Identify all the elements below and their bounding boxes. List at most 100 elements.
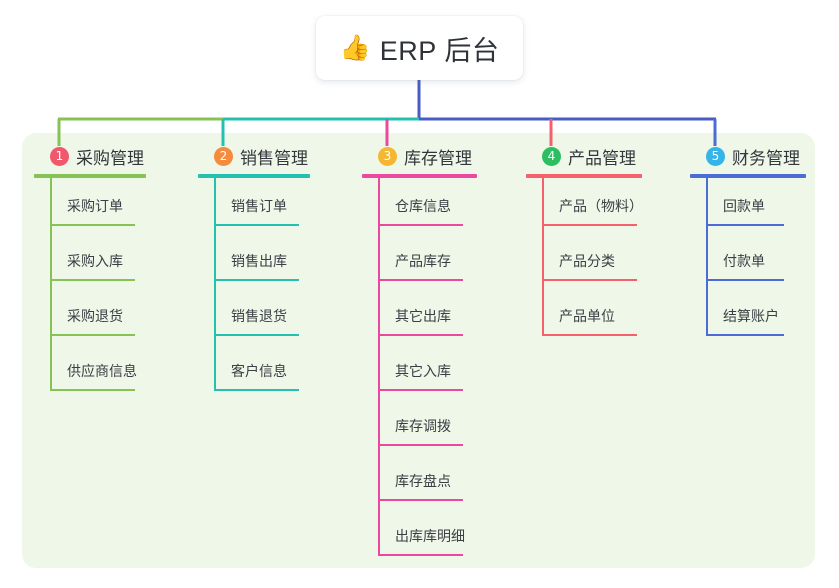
leaf-node-label: 出库库明细 (395, 528, 465, 544)
branch-spine (706, 178, 708, 335)
leaf-node[interactable]: 结算账户 (690, 288, 806, 343)
branch-number-badge: 2 (214, 146, 233, 166)
branch-header-1[interactable]: 1 采购管理 (34, 144, 146, 168)
branch-items: 采购订单采购入库采购退货供应商信息 (34, 178, 146, 398)
leaf-node[interactable]: 客户信息 (198, 343, 310, 398)
leaf-node[interactable]: 回款单 (690, 178, 806, 233)
leaf-node[interactable]: 产品单位 (526, 288, 642, 343)
leaf-node[interactable]: 库存调拨 (362, 398, 477, 453)
leaf-node-underline (214, 279, 299, 281)
leaf-node[interactable]: 库存盘点 (362, 453, 477, 508)
leaf-node[interactable]: 付款单 (690, 233, 806, 288)
leaf-node-underline (378, 334, 463, 336)
branch-underline (526, 174, 642, 178)
leaf-node-label: 销售退货 (231, 308, 287, 324)
leaf-node-label: 仓库信息 (395, 198, 451, 214)
leaf-node-underline (706, 279, 784, 281)
branch-items: 仓库信息产品库存其它出库其它入库库存调拨库存盘点出库库明细 (362, 178, 477, 563)
leaf-node-underline (542, 279, 637, 281)
branch-column-2: 2 销售管理销售订单销售出库销售退货客户信息 (198, 144, 310, 398)
leaf-node-underline (214, 334, 299, 336)
branch-number-badge: 4 (542, 146, 561, 166)
leaf-node-label: 其它出库 (395, 308, 451, 324)
leaf-node-underline (378, 279, 463, 281)
leaf-node[interactable]: 其它入库 (362, 343, 477, 398)
leaf-node-label: 产品（物料） (559, 198, 643, 214)
leaf-node-underline (50, 389, 135, 391)
leaf-node-label: 产品单位 (559, 308, 615, 324)
branch-number-badge: 1 (50, 146, 69, 166)
leaf-node-label: 采购退货 (67, 308, 123, 324)
leaf-node-label: 其它入库 (395, 363, 451, 379)
leaf-node[interactable]: 采购退货 (34, 288, 146, 343)
branch-items: 产品（物料） 产品分类产品单位 (526, 178, 643, 343)
leaf-node-label: 销售订单 (231, 198, 287, 214)
root-node-title: ERP 后台 (379, 35, 500, 66)
leaf-node-label: 产品分类 (559, 253, 615, 269)
diagram-background-panel (22, 133, 815, 568)
leaf-node-underline (50, 334, 135, 336)
leaf-node[interactable]: 供应商信息 (34, 343, 146, 398)
branch-header-4[interactable]: 4 产品管理 (526, 144, 642, 168)
leaf-node-label: 库存盘点 (395, 473, 451, 489)
leaf-node-label: 库存调拨 (395, 418, 451, 434)
branch-spine (378, 178, 380, 555)
branch-items: 回款单付款单结算账户 (690, 178, 806, 343)
leaf-node-label: 结算账户 (723, 308, 779, 324)
branch-column-1: 1 采购管理采购订单采购入库采购退货供应商信息 (34, 144, 146, 398)
branch-underline (690, 174, 806, 178)
leaf-node[interactable]: 出库库明细 (362, 508, 477, 563)
branch-header-2[interactable]: 2 销售管理 (198, 144, 310, 168)
leaf-node-underline (378, 499, 463, 501)
branch-underline (362, 174, 477, 178)
leaf-node-label: 采购入库 (67, 253, 123, 269)
branch-number-badge: 5 (706, 146, 725, 166)
leaf-node[interactable]: 其它出库 (362, 288, 477, 343)
branch-title: 采购管理 (76, 148, 144, 168)
leaf-node-underline (378, 389, 463, 391)
leaf-node[interactable]: 销售出库 (198, 233, 310, 288)
branch-column-4: 4 产品管理产品（物料） 产品分类产品单位 (526, 144, 643, 343)
branch-underline (198, 174, 310, 178)
leaf-node-label: 回款单 (723, 198, 765, 214)
leaf-node-underline (378, 224, 463, 226)
branch-title: 产品管理 (568, 148, 636, 168)
leaf-node-underline (214, 224, 299, 226)
branch-spine (50, 178, 52, 390)
leaf-node-underline (378, 554, 463, 556)
branch-spine (214, 178, 216, 390)
thumbs-up-icon: 👍 (339, 33, 371, 62)
leaf-node-label: 产品库存 (395, 253, 451, 269)
leaf-node-underline (50, 279, 135, 281)
leaf-node[interactable]: 采购订单 (34, 178, 146, 233)
root-node-card[interactable]: 👍 ERP 后台 (316, 16, 523, 80)
branch-header-3[interactable]: 3 库存管理 (362, 144, 477, 168)
leaf-node[interactable]: 仓库信息 (362, 178, 477, 233)
branch-title: 库存管理 (404, 148, 472, 168)
leaf-node[interactable]: 销售订单 (198, 178, 310, 233)
branch-spine (542, 178, 544, 335)
leaf-node-label: 采购订单 (67, 198, 123, 214)
leaf-node-underline (214, 389, 299, 391)
leaf-node[interactable]: 产品（物料） (526, 178, 643, 233)
branch-header-5[interactable]: 5 财务管理 (690, 144, 806, 168)
branch-title: 销售管理 (240, 148, 308, 168)
leaf-node-underline (706, 334, 784, 336)
leaf-node-underline (542, 334, 637, 336)
leaf-node-label: 付款单 (723, 253, 765, 269)
leaf-node-label: 客户信息 (231, 363, 287, 379)
leaf-node[interactable]: 产品库存 (362, 233, 477, 288)
branch-items: 销售订单销售出库销售退货客户信息 (198, 178, 310, 398)
branch-title: 财务管理 (732, 148, 800, 168)
leaf-node-underline (706, 224, 784, 226)
leaf-node[interactable]: 采购入库 (34, 233, 146, 288)
branch-number-badge: 3 (378, 146, 397, 166)
branch-column-3: 3 库存管理仓库信息产品库存其它出库其它入库库存调拨库存盘点出库库明细 (362, 144, 477, 563)
leaf-node[interactable]: 销售退货 (198, 288, 310, 343)
leaf-node[interactable]: 产品分类 (526, 233, 642, 288)
leaf-node-label: 供应商信息 (67, 363, 137, 379)
branch-underline (34, 174, 146, 178)
leaf-node-underline (542, 224, 637, 226)
leaf-node-label: 销售出库 (231, 253, 287, 269)
